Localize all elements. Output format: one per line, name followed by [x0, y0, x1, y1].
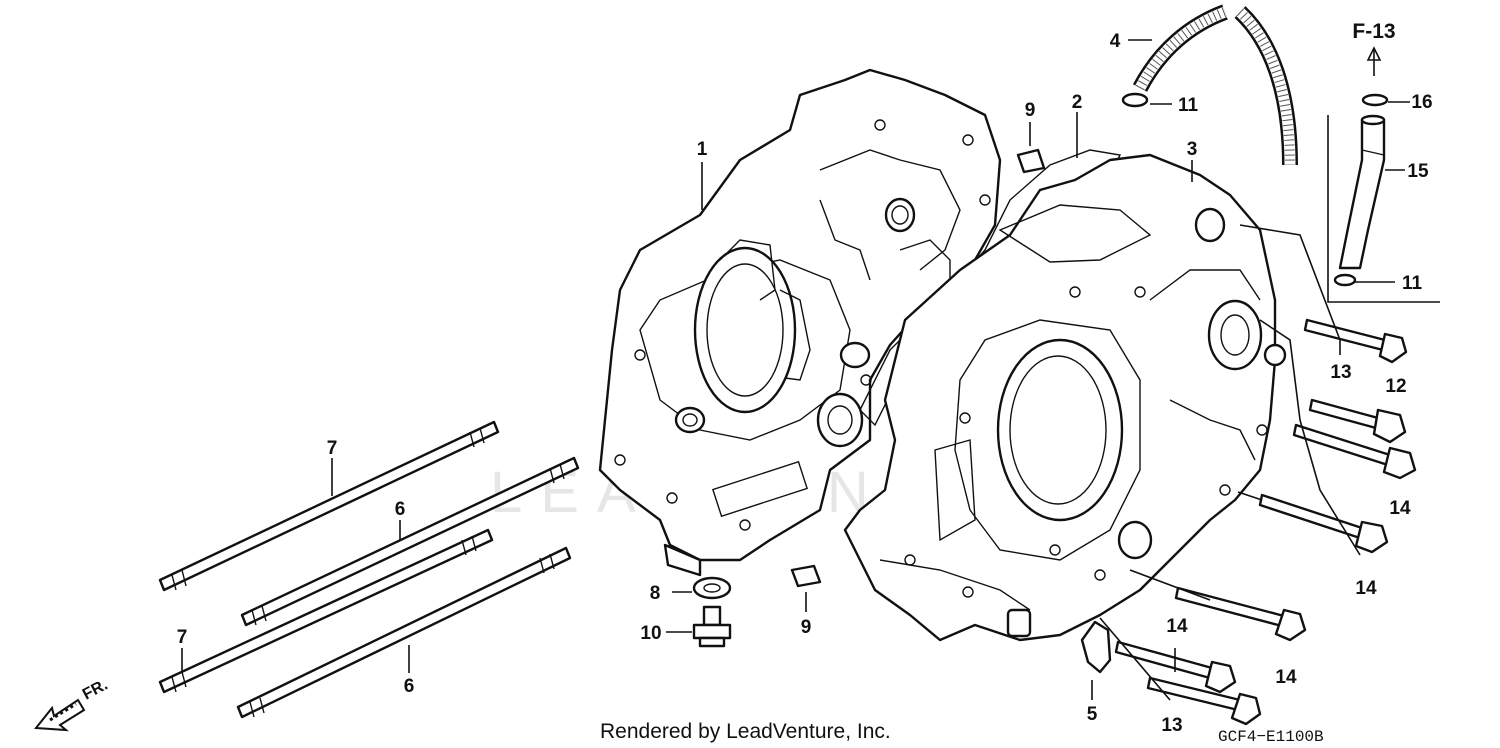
right-crankcase [843, 153, 1287, 642]
breather-tube [1132, 4, 1298, 166]
callout-14-b: 14 [1355, 578, 1377, 599]
callout-14-a: 14 [1389, 498, 1411, 519]
callout-6-lower: 6 [404, 676, 415, 697]
front-direction-arrow-icon: FR. [34, 676, 111, 732]
callout-9-upper: 9 [1025, 100, 1036, 121]
dowel-pin-upper [1016, 148, 1046, 174]
leader-lines [181, 39, 1410, 701]
callout-3: 3 [1187, 139, 1198, 160]
callout-15: 15 [1407, 161, 1429, 182]
front-label: FR. [80, 676, 111, 703]
dowel-pin-lower [790, 564, 822, 588]
breather-tube-15 [1338, 114, 1386, 270]
hose-clip-upper [1121, 92, 1149, 108]
bolts [1114, 318, 1417, 726]
callout-13-upper: 13 [1330, 362, 1351, 383]
diagram-code: GCF4−E1100B [1218, 728, 1324, 746]
callout-1: 1 [697, 139, 708, 160]
callout-12: 12 [1385, 376, 1406, 397]
callout-14-d: 14 [1275, 667, 1297, 688]
drain-bolt [692, 605, 732, 648]
callout-7-lower: 7 [177, 627, 188, 648]
inset-border [1327, 115, 1440, 303]
wire-clamp [1080, 620, 1112, 674]
callout-2: 2 [1072, 92, 1083, 113]
sealing-washer [692, 576, 732, 600]
callout-8: 8 [650, 583, 661, 604]
callout-16: 16 [1411, 92, 1432, 113]
callout-14-c: 14 [1166, 616, 1188, 637]
callout-11-upper: 11 [1178, 95, 1199, 116]
hose-clip-16 [1361, 93, 1389, 107]
callout-10: 10 [640, 623, 661, 644]
callout-11-lower: 11 [1402, 273, 1423, 294]
hose-clip-lower [1333, 273, 1357, 287]
callout-6-upper: 6 [395, 499, 406, 520]
callout-13-lower: 13 [1161, 715, 1182, 736]
left-crankcase [598, 68, 1002, 577]
stud-bolts [158, 420, 580, 719]
callout-5: 5 [1087, 704, 1098, 725]
callout-9-lower: 9 [801, 617, 812, 638]
rendered-by-credit: Rendered by LeadVenture, Inc. [600, 720, 891, 743]
reference-label: F-13 [1352, 20, 1395, 43]
callout-4: 4 [1110, 31, 1121, 52]
callout-7-upper: 7 [327, 438, 338, 459]
